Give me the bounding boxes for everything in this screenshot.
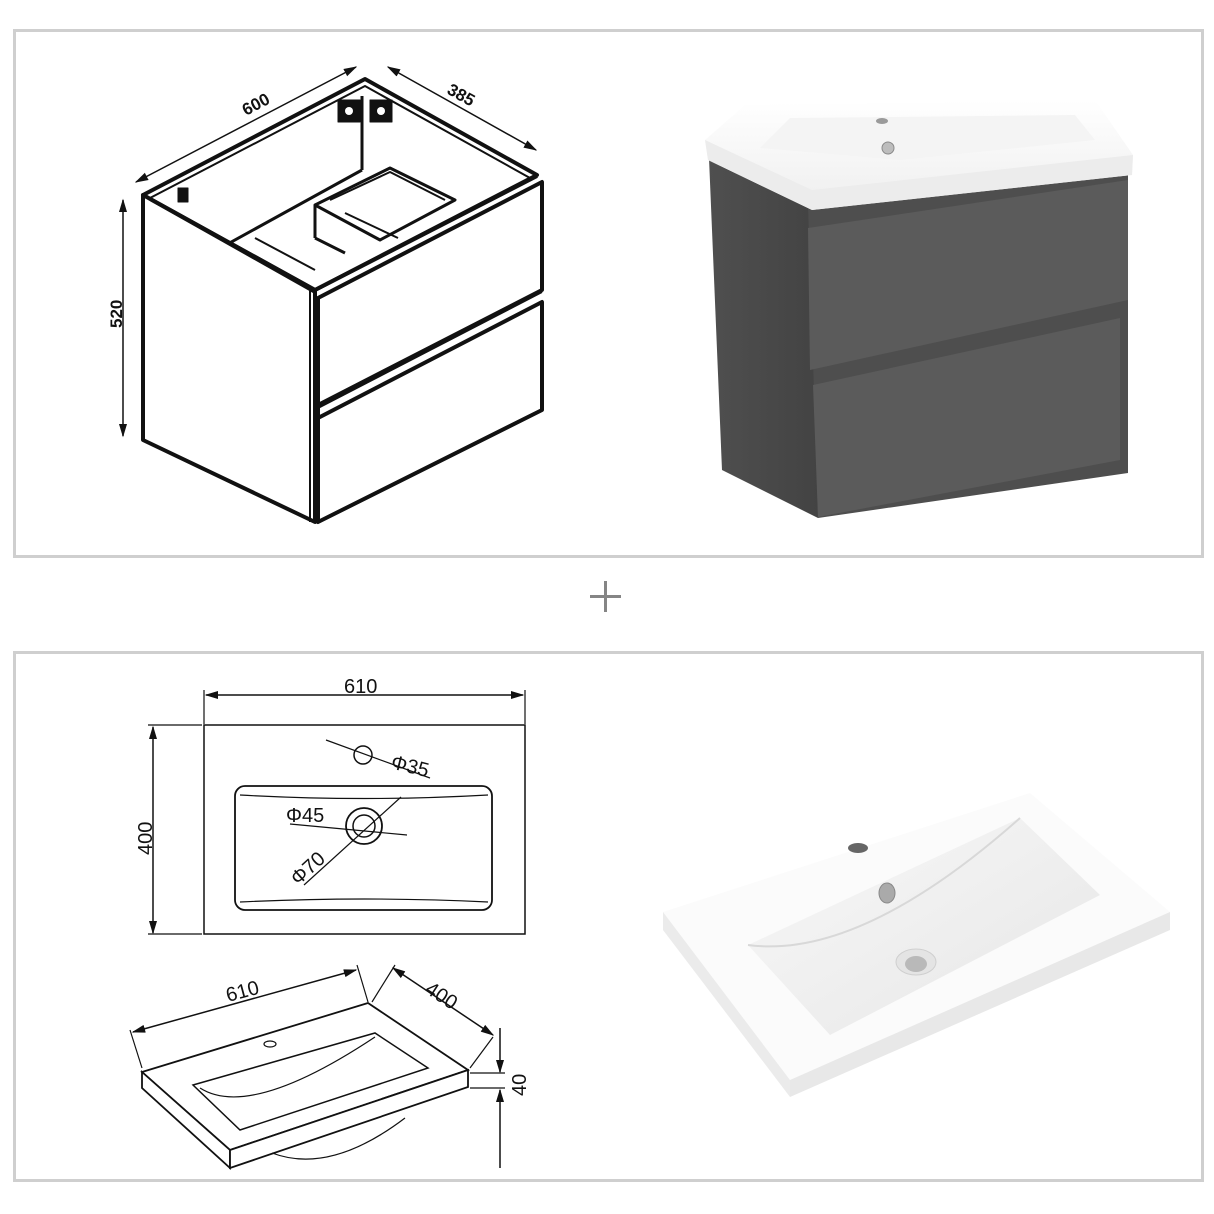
upper-drawer: [808, 180, 1128, 370]
basin-top-width-label: 610: [344, 676, 377, 698]
basin-thickness-label: 40: [509, 1074, 531, 1096]
plus-icon: [590, 581, 621, 612]
tap-hole-icon: [848, 843, 868, 853]
width-dimension-line: [134, 66, 358, 183]
overflow-icon: [878, 882, 896, 904]
tap-hole-icon: [876, 118, 888, 124]
depth-dimension-line: [386, 66, 538, 151]
waste-inner-diameter-label: Φ45: [286, 805, 324, 827]
cabinet-height-label: 520: [107, 300, 126, 328]
basin-top-depth-label: 400: [135, 822, 157, 855]
lower-drawer: [813, 318, 1120, 517]
overflow-icon: [881, 141, 895, 155]
